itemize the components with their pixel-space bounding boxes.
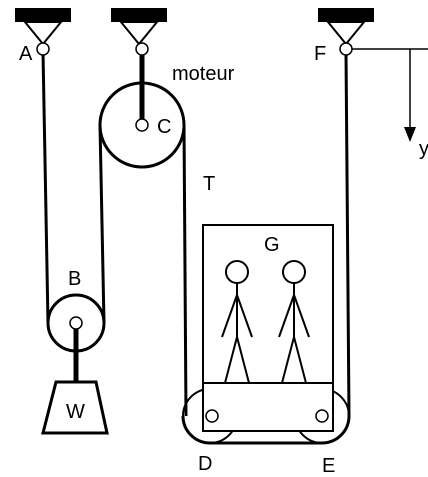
ceiling-support-c — [111, 8, 167, 46]
label-c: C — [157, 116, 171, 138]
label-g: G — [264, 234, 280, 256]
ceiling-support-a — [15, 8, 71, 46]
label-b: B — [68, 268, 81, 290]
label-e: E — [322, 455, 335, 477]
person-left — [221, 260, 253, 384]
label-t: T — [203, 173, 215, 195]
hub-a — [36, 42, 50, 56]
hub-c — [135, 118, 149, 132]
label-d: D — [198, 453, 212, 475]
person-right — [278, 260, 310, 384]
ceiling-support-f — [318, 8, 374, 46]
label-a: A — [19, 43, 33, 65]
hub-d — [205, 409, 219, 423]
label-w: W — [66, 401, 85, 423]
y-axis — [346, 48, 428, 142]
label-f: F — [314, 43, 326, 65]
hub-c-mount — [135, 42, 149, 56]
hub-f — [339, 42, 353, 56]
cabin-base — [202, 382, 334, 432]
hub-b — [69, 316, 83, 330]
hub-e — [315, 409, 329, 423]
label-motor: moteur — [172, 63, 235, 85]
rope — [41, 51, 351, 445]
counterweight-w — [41, 380, 109, 435]
label-y: y — [419, 138, 428, 160]
